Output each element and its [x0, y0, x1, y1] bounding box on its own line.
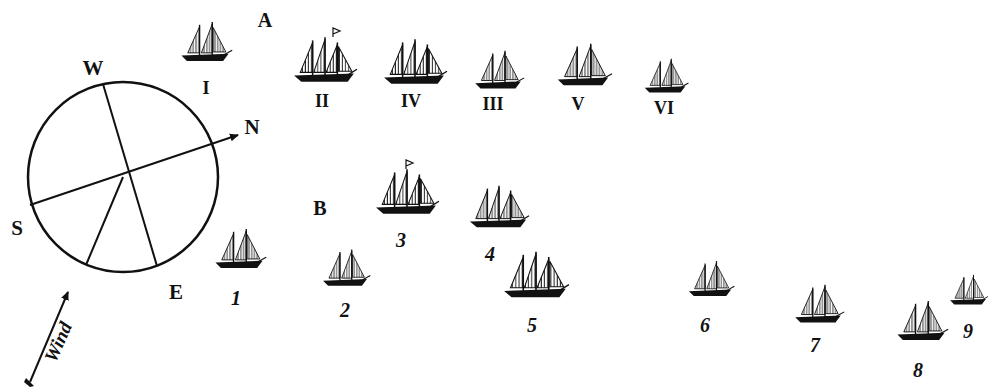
compass-point: S: [11, 218, 23, 239]
ship-number: I: [202, 79, 209, 97]
compass: [28, 82, 238, 272]
ship-number: 1: [231, 288, 241, 308]
ship-number: 9: [963, 321, 973, 341]
ship-number: 5: [527, 315, 537, 335]
ship-number: 7: [810, 335, 820, 355]
ship-number: II: [315, 92, 329, 110]
ship-number: VI: [654, 99, 674, 117]
ship-line-a: [181, 22, 688, 92]
ship-number: 2: [340, 300, 350, 320]
compass-point: W: [83, 58, 104, 79]
ship-number: 4: [485, 244, 495, 264]
ship-number: IV: [401, 92, 421, 110]
ship-number: 8: [913, 360, 923, 380]
group-letter: B: [313, 198, 326, 218]
ship-number: V: [572, 95, 585, 113]
ship-line-b: [215, 160, 988, 340]
ship-number: 3: [396, 230, 406, 250]
compass-point: N: [244, 117, 259, 138]
group-letter: A: [258, 10, 272, 30]
compass-point: E: [169, 282, 183, 303]
ship-number: III: [482, 95, 503, 113]
ship-number: 6: [700, 315, 710, 335]
wind-label: Wind: [41, 319, 75, 365]
